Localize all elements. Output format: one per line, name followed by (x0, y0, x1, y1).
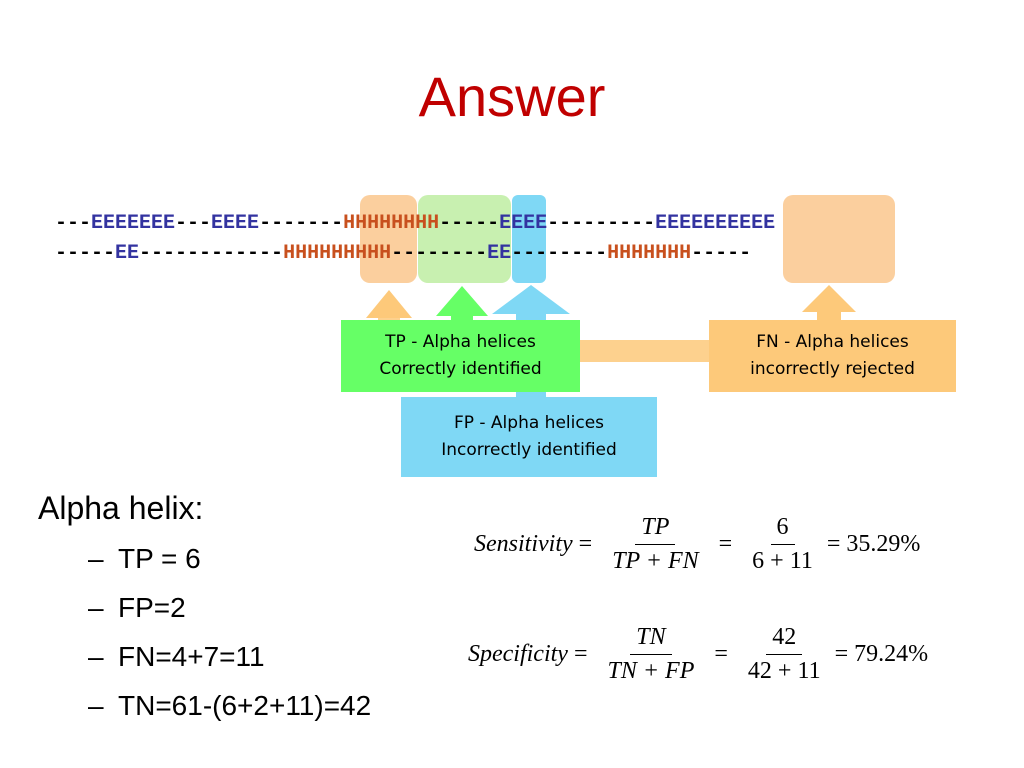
sequence-segment: ----- (691, 242, 752, 265)
fp-highlight (512, 195, 546, 283)
bullet-item: –FN=4+7=11 (88, 641, 265, 672)
bullet-text: FP=2 (118, 592, 186, 623)
fp-arrow-icon (492, 285, 570, 314)
sequence-segment: HHHHHHHH (343, 212, 440, 235)
specificity-fraction-numeric: 42 42 + 11 (742, 624, 827, 685)
fn-box: FN - Alpha helices incorrectly rejected (709, 320, 956, 392)
sequence-segment: EE (487, 242, 512, 265)
specificity-fraction-symbolic: TN TN + FP (602, 624, 701, 685)
fraction-numerator: TN (630, 624, 672, 655)
sequence-segment: ------------ (139, 242, 284, 265)
specificity-label: Specificity (468, 640, 568, 667)
sequence-segment: HHHHHHHHH (283, 242, 392, 265)
fraction-numerator: 42 (766, 624, 803, 655)
bullet-text: TN=61-(6+2+11)=42 (118, 690, 372, 721)
sequence-segment: --------- (547, 212, 656, 235)
sequence-segment: -------- (391, 242, 488, 265)
fp-box-line2: Incorrectly identified (441, 440, 617, 460)
equals-sign: = (573, 640, 588, 667)
slide-title: Answer (418, 65, 606, 128)
fp-box-line1: FP - Alpha helices (453, 413, 605, 433)
specificity-formula: Specificity = TN TN + FP = 42 42 + 11 = … (468, 618, 928, 690)
sequence-segment: --- (55, 212, 92, 235)
tp-box-line1: TP - Alpha helices (385, 332, 536, 352)
sequence-segment: EEEE (211, 212, 260, 235)
tp-highlight (418, 195, 511, 283)
bullet-item: –FP=2 (88, 592, 186, 623)
sensitivity-fraction-symbolic: TP TP + FN (606, 514, 704, 575)
sequence-segment: --- (175, 212, 212, 235)
alpha-helix-heading: Alpha helix: (38, 490, 204, 526)
sequence-segment: EEEEEEE (91, 212, 176, 235)
bullet-text: FN=4+7=11 (118, 641, 265, 672)
fn-box-line2: incorrectly rejected (750, 359, 915, 379)
sequence-segment: EE (115, 242, 140, 265)
tp-box: TP - Alpha helices Correctly identified (341, 320, 580, 392)
fraction-denominator: TP + FN (612, 547, 699, 574)
specificity-result: = 79.24% (834, 640, 929, 667)
sequence-segment: ----- (439, 212, 500, 235)
equals-sign: = (578, 530, 593, 557)
fn-arrow-right-icon (802, 285, 856, 312)
fn-arrow-left-icon (366, 290, 412, 318)
sensitivity-formula: Sensitivity = TP TP + FN = 6 6 + 11 = 35… (474, 508, 920, 580)
fn-box-line1: FN - Alpha helices (756, 332, 909, 352)
sequence-segment: HHHHHHH (607, 242, 692, 265)
fn-highlight-left (360, 195, 417, 283)
bullet-item: –TP = 6 (88, 543, 201, 574)
fraction-numerator: TP (635, 514, 676, 545)
sensitivity-fraction-numeric: 6 6 + 11 (746, 514, 819, 575)
fraction-denominator: 6 + 11 (752, 547, 813, 574)
bullet-text: TP = 6 (118, 543, 201, 574)
equals-sign: = (714, 640, 728, 667)
fn-highlight-right (783, 195, 895, 283)
tp-arrow-icon (436, 286, 488, 316)
sequence-segment: ----- (55, 242, 116, 265)
fp-box: FP - Alpha helices Incorrectly identifie… (401, 397, 657, 477)
sensitivity-label: Sensitivity (474, 530, 573, 557)
fraction-numerator: 6 (770, 514, 795, 545)
fraction-denominator: TN + FP (607, 657, 695, 684)
sequence-segment: EEEE (499, 212, 548, 235)
bullet-item: –TN=61-(6+2+11)=42 (88, 690, 372, 721)
sensitivity-result: = 35.29% (826, 530, 921, 557)
observed-sequence: -----EE------------HHHHHHHHH--------EE--… (55, 242, 751, 266)
sequence-segment: EEEEEEEEEE (655, 212, 776, 235)
sequence-segment: -------- (511, 242, 608, 265)
tp-box-line2: Correctly identified (379, 359, 542, 379)
sequence-segment: ------- (259, 212, 344, 235)
equals-sign: = (718, 530, 733, 557)
fraction-denominator: 42 + 11 (747, 657, 821, 684)
predicted-sequence: ---EEEEEEE---EEEE-------HHHHHHHH-----EEE… (55, 212, 775, 236)
